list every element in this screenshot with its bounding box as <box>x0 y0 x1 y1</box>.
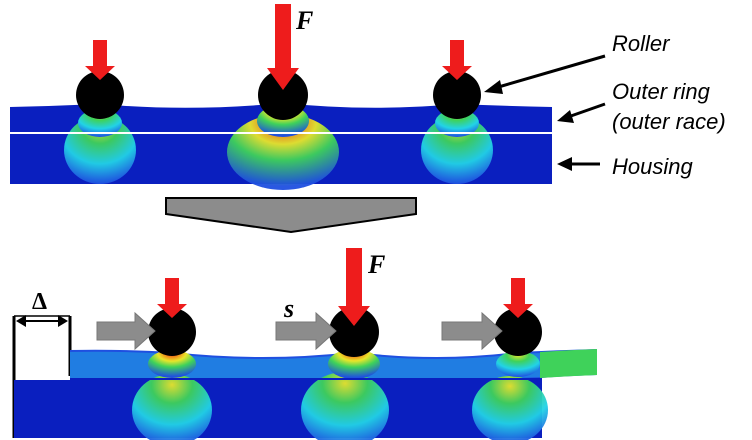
housing-pointer-arrow <box>557 157 600 171</box>
outer-race-label: (outer race) <box>612 109 726 134</box>
bottom-load-arrow-left <box>157 278 187 318</box>
bottom-roller-left <box>148 308 196 356</box>
wall-base <box>14 380 70 438</box>
bottom-stress-right <box>472 351 548 440</box>
bottom-roller-right <box>494 308 542 356</box>
slip-symbol: s <box>284 294 295 323</box>
housing-label: Housing <box>612 154 693 179</box>
bottom-ring-tail <box>540 349 597 378</box>
top-roller-center <box>258 70 308 120</box>
outer-ring-label: Outer ring <box>612 79 710 104</box>
top-roller-left <box>76 71 124 119</box>
roller-pointer-arrow <box>484 54 606 94</box>
force-symbol-bottom: F <box>368 250 386 279</box>
outer-ring-pointer-arrow <box>557 102 606 123</box>
top-load-arrow-right <box>442 40 472 80</box>
transition-arrow <box>165 197 417 234</box>
slip-arrow-right <box>441 311 503 351</box>
slip-arrow-left <box>96 311 156 351</box>
top-panel <box>10 4 606 190</box>
top-roller-right <box>433 71 481 119</box>
bottom-stress-left <box>132 350 212 440</box>
top-load-arrow-center <box>267 4 299 90</box>
bottom-roller-center <box>329 307 379 357</box>
bottom-stress-center <box>301 349 389 440</box>
force-symbol-top: F <box>296 6 314 35</box>
roller-label: Roller <box>612 31 670 56</box>
bottom-load-arrow-right <box>503 278 533 318</box>
top-load-arrow-left <box>85 40 115 80</box>
bottom-load-arrow-center <box>338 248 370 326</box>
slip-arrow-center <box>275 311 337 351</box>
gap-dimension-arrow <box>16 315 68 327</box>
bottom-panel <box>12 248 597 440</box>
gap-symbol: Δ <box>32 289 48 315</box>
